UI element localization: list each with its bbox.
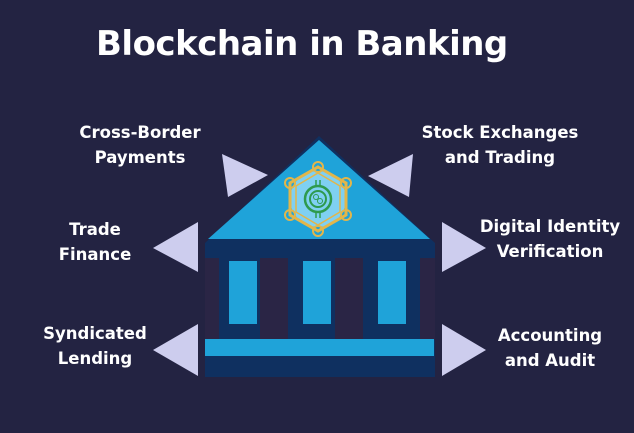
- label-line: Verification: [496, 242, 604, 261]
- label-line: Syndicated: [43, 324, 147, 343]
- label-line: Stock Exchanges: [421, 123, 579, 142]
- arrow-accounting-audit: [442, 324, 486, 376]
- page-title: Blockchain in Banking: [96, 24, 508, 64]
- label-line: Trade: [69, 220, 121, 239]
- label-line: Payments: [94, 148, 186, 167]
- base-step: [205, 339, 434, 356]
- arrow-trade-finance: [153, 222, 198, 272]
- label-syndicated-lending: Syndicated Lending: [30, 321, 160, 371]
- arrow-syndicated-lending: [153, 324, 198, 376]
- arrow-digital-identity-verification: [442, 222, 486, 272]
- label-line: and Trading: [444, 148, 556, 167]
- label-line: Cross-Border: [79, 123, 201, 142]
- column-2: [303, 261, 331, 324]
- label-line: Lending: [57, 349, 133, 368]
- gap-2: [335, 258, 363, 340]
- label-line: and Audit: [504, 351, 596, 370]
- label-stock-exchanges-trading: Stock Exchanges and Trading: [410, 120, 590, 170]
- blockchain-coin-icon: [284, 161, 352, 237]
- column-3: [378, 261, 406, 324]
- label-cross-border-payments: Cross-Border Payments: [60, 120, 220, 170]
- gap-1: [260, 258, 288, 340]
- arrow-stock-exchanges-trading: [368, 154, 413, 197]
- label-line: Accounting: [497, 326, 603, 345]
- gap-right: [420, 258, 435, 340]
- label-trade-finance: Trade Finance: [40, 217, 150, 267]
- label-line: Finance: [58, 245, 132, 264]
- arrow-cross-border-payments: [222, 154, 268, 197]
- label-line: Digital Identity: [479, 217, 621, 236]
- label-accounting-audit: Accounting and Audit: [485, 323, 615, 373]
- column-1: [229, 261, 257, 324]
- gap-left: [205, 258, 219, 340]
- label-digital-identity-verification: Digital Identity Verification: [475, 214, 625, 264]
